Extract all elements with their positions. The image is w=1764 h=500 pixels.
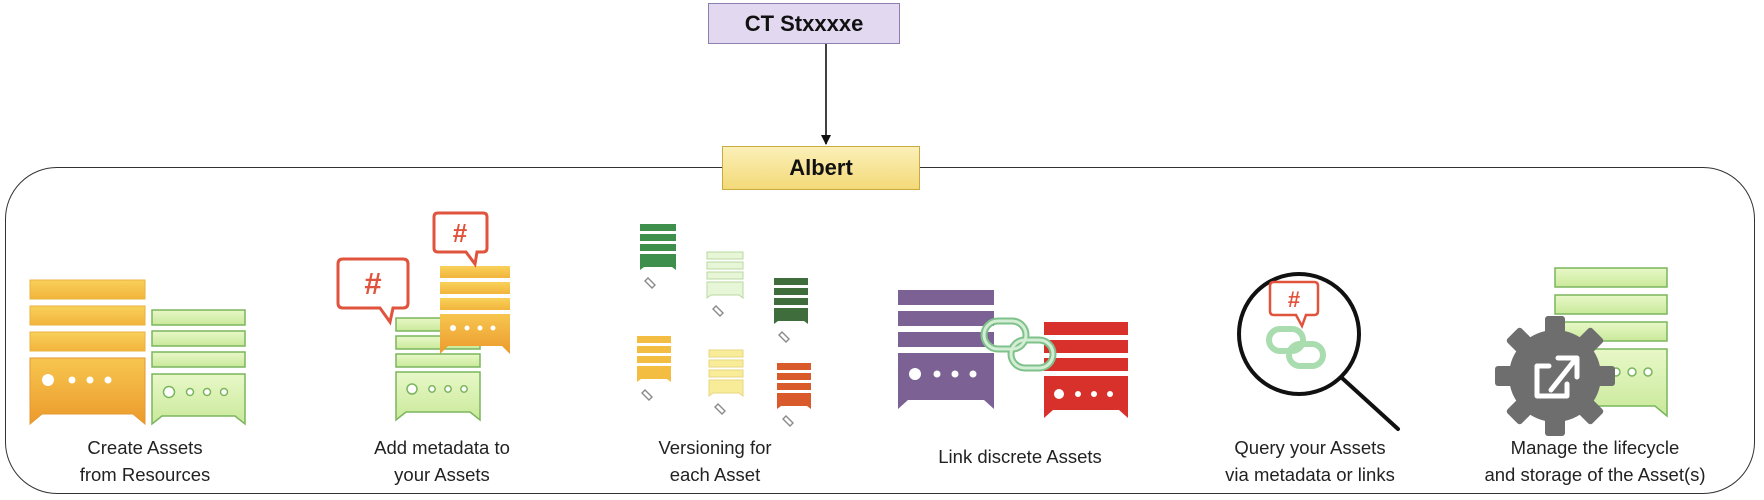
hashtag-bubble-icon: #: [336, 257, 410, 326]
feature-caption-query: Query your Assets via metadata or links: [1225, 437, 1395, 485]
svg-text:#: #: [364, 266, 381, 301]
albert-node: Albert: [722, 146, 920, 190]
svg-text:#: #: [453, 218, 468, 248]
feature-caption-create: Create Assets from Resources: [79, 437, 211, 485]
feature-caption-metadata: Add metadata to your Assets: [374, 437, 510, 485]
add-metadata-icon: # #: [336, 211, 510, 422]
feature-caption-link: Link discrete Assets: [938, 446, 1102, 467]
chain-link-icon: [1266, 326, 1326, 369]
gear-icon: [1495, 316, 1615, 436]
feature-caption-versioning: Versioning for each Asset: [658, 437, 772, 485]
albert-platform-frame: [5, 167, 1755, 494]
link-assets-icon: [898, 290, 1128, 418]
query-assets-icon: #: [1237, 272, 1400, 431]
lifecycle-icon: [1495, 267, 1668, 436]
albert-node-label: Albert: [789, 155, 853, 180]
create-assets-icon: [29, 279, 246, 426]
hashtag-bubble-icon: #: [432, 211, 489, 268]
ct-node: CT Stxxxxe: [708, 3, 900, 44]
chain-link-icon: [980, 317, 1057, 372]
svg-text:#: #: [1288, 287, 1300, 312]
external-link-icon: [1534, 355, 1580, 399]
ct-node-label: CT Stxxxxe: [744, 10, 864, 36]
versioning-icon: [637, 224, 811, 427]
hashtag-bubble-icon: #: [1268, 280, 1320, 330]
feature-caption-lifecycle: Manage the lifecycle and storage of the …: [1484, 437, 1706, 485]
